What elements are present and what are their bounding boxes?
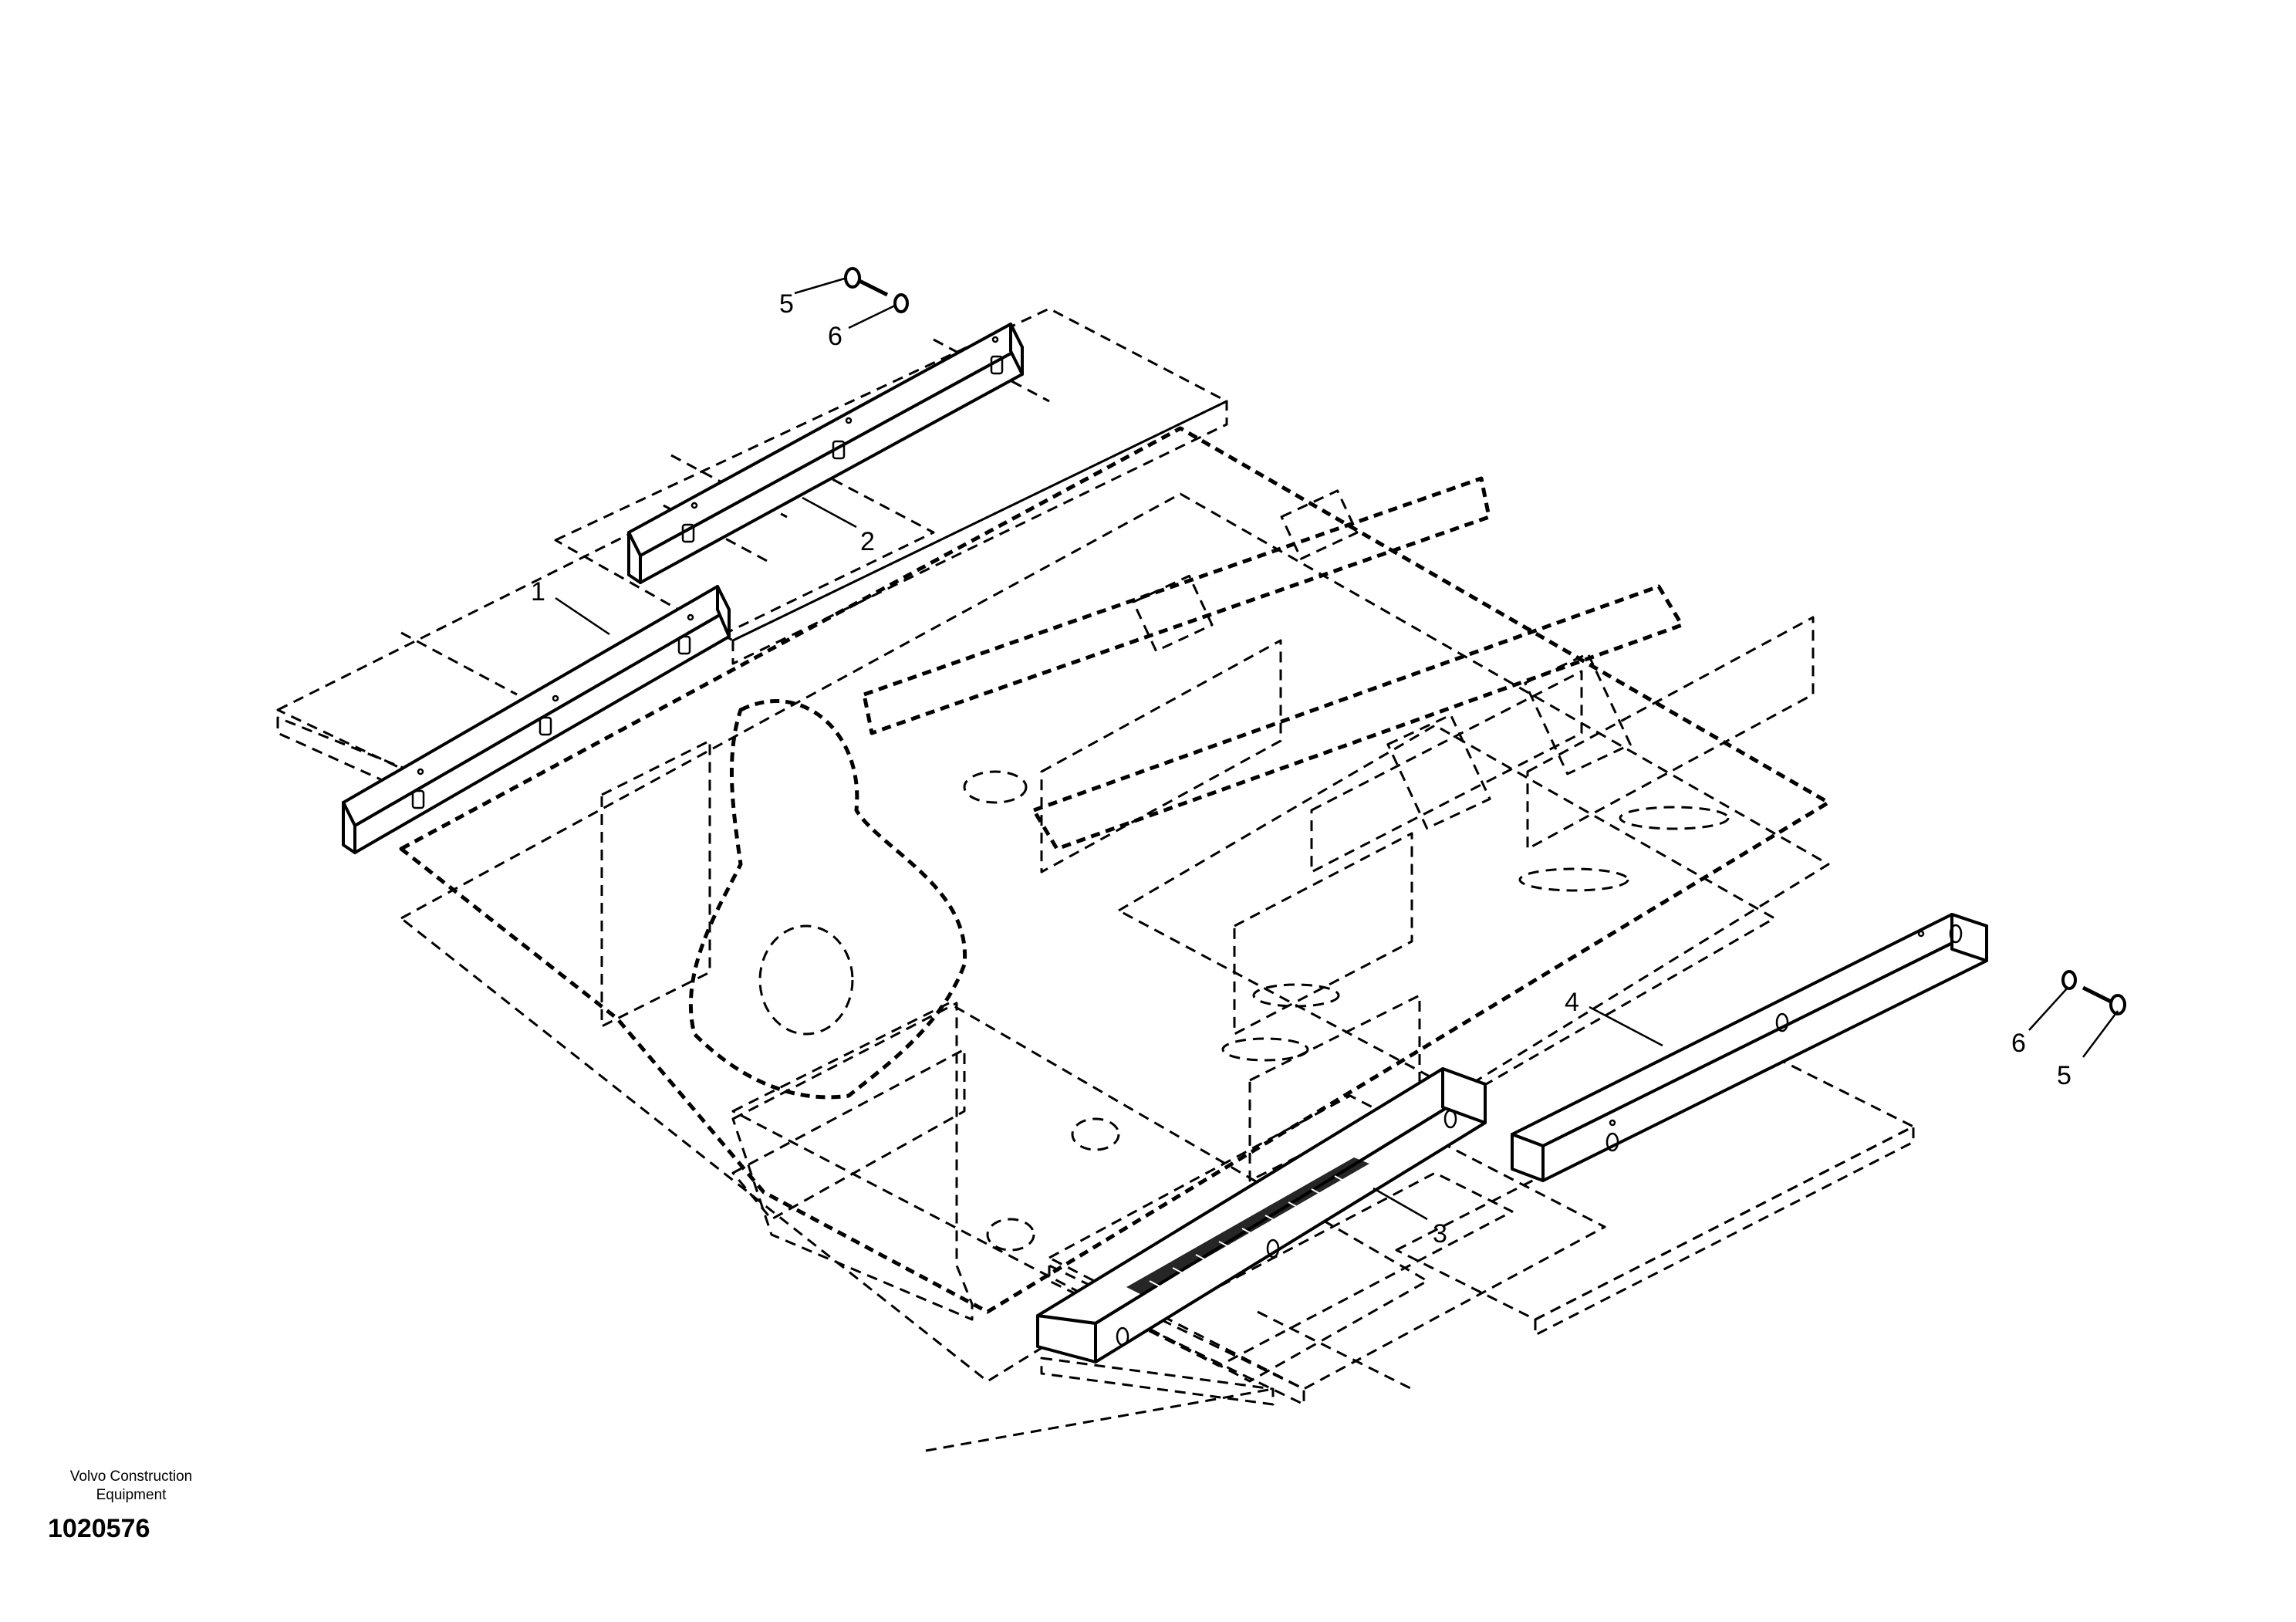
- callout-4: 4: [1565, 988, 1579, 1017]
- callout-1: 1: [531, 577, 545, 607]
- callout-6-right: 6: [2011, 1029, 2026, 1058]
- callout-lines: [555, 276, 2119, 1221]
- washer-right: [2061, 970, 2077, 990]
- frame-outline: [399, 426, 1831, 1383]
- callout-5-right: 5: [2057, 1061, 2071, 1090]
- step-grating: [1126, 1157, 1369, 1295]
- part-1-rail: [342, 585, 731, 854]
- part-2-rail: [627, 323, 1024, 584]
- part-3-step-rail: [1036, 1067, 1487, 1363]
- bolt-top: [844, 267, 889, 297]
- callout-6-top: 6: [828, 322, 842, 351]
- washer-top: [893, 293, 909, 313]
- callout-2: 2: [860, 527, 875, 556]
- drawing-number: 1020576: [48, 1514, 150, 1543]
- manufacturer-label: Volvo Construction Equipment: [69, 1468, 193, 1503]
- part-4-rail: [1511, 913, 1988, 1182]
- callout-5-top: 5: [779, 289, 794, 319]
- callout-3: 3: [1433, 1219, 1447, 1249]
- callout-labels: 1 2 3 4 5 6 6 5: [531, 289, 2071, 1249]
- bolt-right: [2082, 985, 2126, 1015]
